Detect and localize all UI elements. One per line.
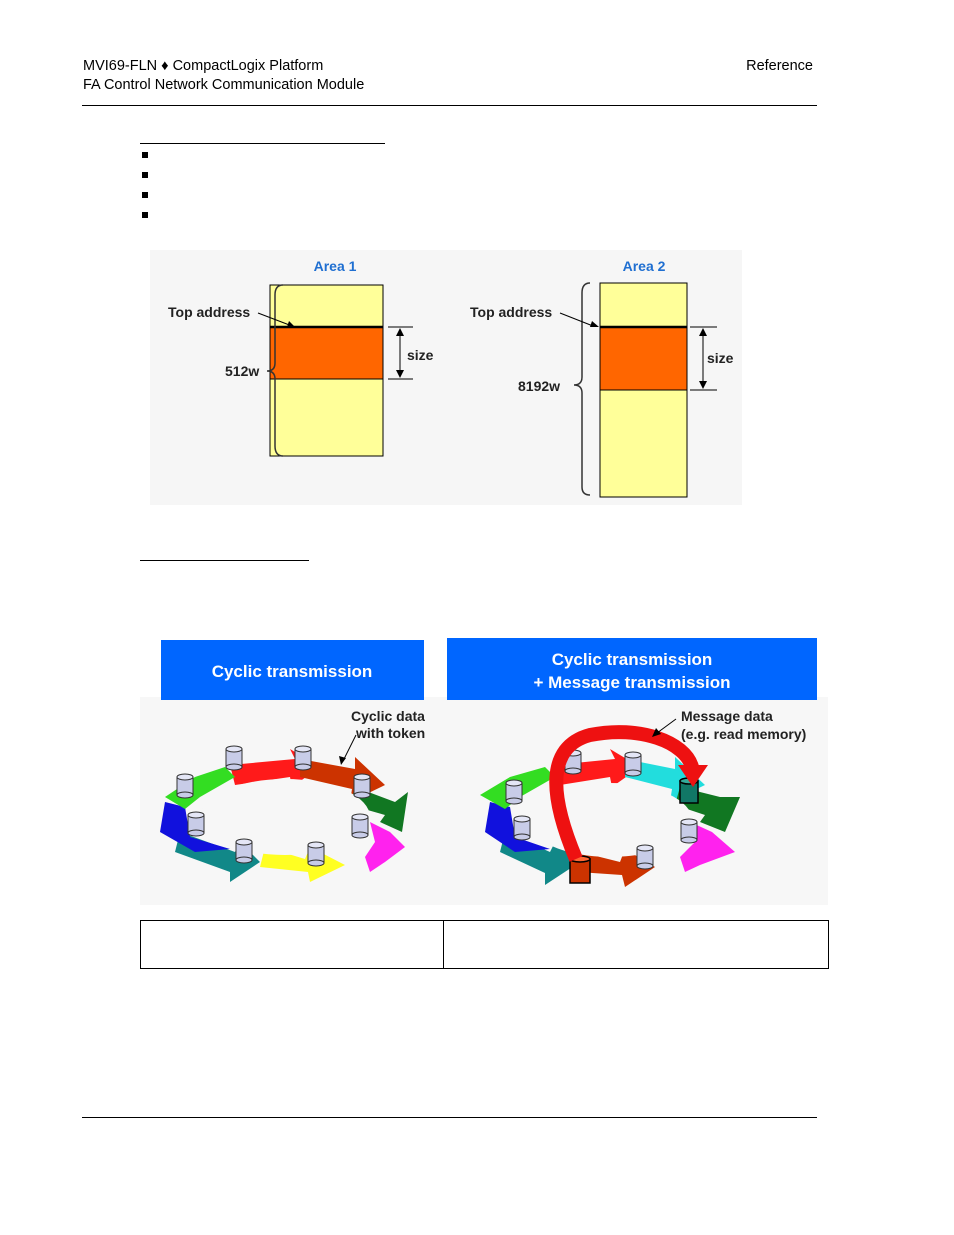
ring-center bbox=[200, 779, 370, 855]
cyclic-callout-pointer bbox=[342, 734, 357, 762]
ring-arrow-blue bbox=[160, 802, 230, 852]
message-callout-line2: (e.g. read memory) bbox=[681, 726, 806, 742]
area1-pointer-head bbox=[287, 321, 295, 327]
message-callout-pointer bbox=[656, 718, 677, 734]
bullet-list bbox=[140, 152, 148, 232]
area1-total-label: 512w bbox=[225, 363, 259, 379]
cyclic-callout-line2: with token bbox=[355, 725, 425, 741]
area2-arrowhead-up bbox=[699, 328, 707, 336]
header-subtitle: FA Control Network Communication Module bbox=[83, 77, 365, 93]
area1-title: Area 1 bbox=[314, 258, 357, 274]
cyclic-ring bbox=[160, 745, 408, 882]
area1-pointer bbox=[257, 312, 293, 327]
area2-pointer bbox=[559, 312, 594, 327]
node-cylinder bbox=[307, 841, 325, 867]
header-section: Reference bbox=[746, 58, 813, 74]
ring-arrow-blue bbox=[485, 802, 550, 852]
area1-brace bbox=[266, 284, 284, 457]
area1-arrowhead-down bbox=[396, 370, 404, 378]
node-cylinder bbox=[187, 811, 205, 837]
message-arrow bbox=[549, 725, 699, 862]
area1-size-segment bbox=[269, 326, 384, 380]
header-product: MVI69-FLN ♦ CompactLogix Platform bbox=[83, 58, 324, 74]
footer-rule bbox=[82, 1117, 817, 1118]
caption-cell-left bbox=[141, 921, 444, 968]
message-arrow-head bbox=[678, 765, 708, 787]
bullet-marker bbox=[142, 152, 148, 158]
area2-title: Area 2 bbox=[623, 258, 666, 274]
area1-size-label: size bbox=[407, 347, 434, 363]
node-cylinder bbox=[225, 745, 243, 771]
area2-size-label: size bbox=[707, 350, 734, 366]
node-cylinder bbox=[176, 773, 194, 799]
ring-arrow-green bbox=[165, 767, 235, 809]
node-cylinder bbox=[351, 813, 369, 839]
header-left: MVI69-FLN ♦ CompactLogix Platform FA Con… bbox=[83, 57, 364, 95]
node-cylinder bbox=[505, 779, 523, 805]
cyclic-callout-line1: Cyclic data bbox=[351, 708, 425, 724]
node-cylinder bbox=[353, 773, 371, 799]
area1-arrowhead-up bbox=[396, 328, 404, 336]
node-cylinder bbox=[235, 838, 253, 864]
node-cylinder bbox=[680, 818, 698, 844]
cyclic-banner-text: Cyclic transmission bbox=[212, 662, 373, 681]
area2-top-address-label: Top address bbox=[470, 304, 552, 320]
area2-total-label: 8192w bbox=[518, 378, 560, 394]
message-banner-line1: Cyclic transmission bbox=[552, 650, 713, 669]
node-cylinder bbox=[513, 815, 531, 841]
message-ring bbox=[480, 725, 740, 887]
bullet-marker bbox=[142, 212, 148, 218]
transmission-figure: Cyclic transmission Cyclic transmission … bbox=[140, 638, 828, 905]
message-banner bbox=[447, 638, 817, 700]
memory-area-figure: Area 1 Top address 512w size Area 2 Top … bbox=[150, 250, 742, 505]
area2-size-segment bbox=[599, 326, 688, 391]
cyclic-banner bbox=[161, 640, 424, 700]
area2-pointer-head bbox=[590, 321, 599, 327]
area2-brace bbox=[573, 282, 591, 496]
bullet-marker bbox=[142, 192, 148, 198]
cyclic-callout-pointer-head bbox=[339, 756, 346, 765]
caption-cell-right bbox=[444, 921, 828, 968]
node-cylinder bbox=[624, 751, 642, 777]
ring-arrow-red bbox=[555, 749, 640, 787]
header-rule bbox=[82, 105, 817, 106]
ring-arrow-magenta bbox=[365, 822, 405, 872]
message-banner-line2: + Message transmission bbox=[533, 673, 730, 692]
message-callout-pointer-head bbox=[652, 728, 661, 737]
area1-top-address-label: Top address bbox=[168, 304, 250, 320]
node-cylinder bbox=[294, 745, 312, 771]
section-heading-underline bbox=[140, 143, 385, 144]
section-heading-underline-2 bbox=[140, 560, 309, 561]
bullet-marker bbox=[142, 172, 148, 178]
ring-arrow-orange bbox=[578, 849, 655, 887]
area2-arrowhead-down bbox=[699, 381, 707, 389]
message-callout-line1: Message data bbox=[681, 708, 773, 724]
node-cylinder bbox=[636, 844, 654, 870]
caption-table bbox=[140, 920, 829, 969]
